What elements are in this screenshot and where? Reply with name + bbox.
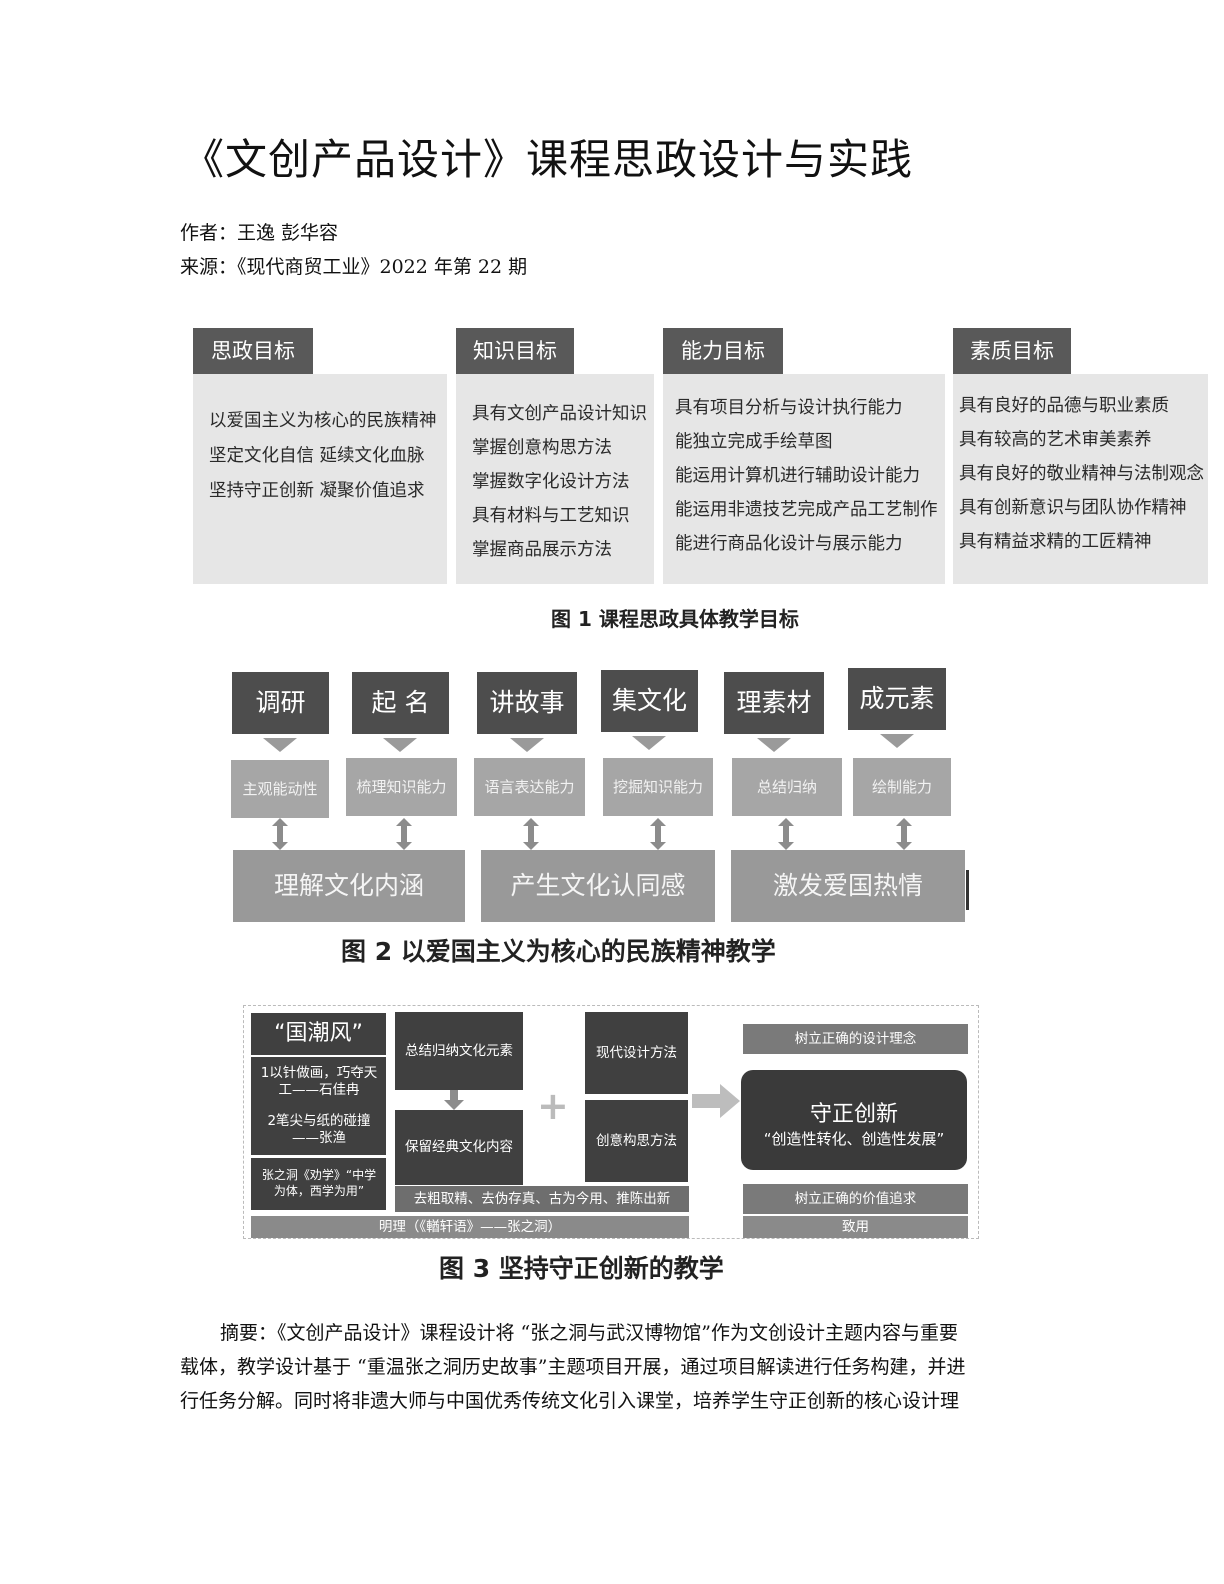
arrow-right-icon	[692, 1084, 740, 1118]
fig1-item: 具有文创产品设计知识	[472, 404, 647, 424]
chevron-down-icon	[383, 738, 417, 752]
double-arrow-icon	[396, 818, 412, 850]
fig1-panel-nengli: 具有项目分析与设计执行能力 能独立完成手绘草图 能运用计算机进行辅助设计能力 能…	[663, 374, 945, 584]
fig3-method-top: 现代设计方法	[585, 1012, 688, 1094]
fig1-item: 以爱国主义为核心的民族精神	[209, 411, 437, 431]
fig2-outcome: 产生文化认同感	[481, 850, 715, 922]
fig1-item: 掌握数字化设计方法	[472, 472, 630, 492]
divider	[966, 870, 969, 910]
fig3-principle: 去粗取精、去伪存真、古为今用、推陈出新	[395, 1186, 689, 1212]
fig1-item: 具有创新意识与团队协作精神	[959, 498, 1187, 518]
fig1-item: 能独立完成手绘草图	[675, 432, 833, 452]
source-line: 来源：《现代商贸工业》2022 年第 22 期	[180, 256, 528, 278]
fig3-examples: 1以针做画，巧夺天工——石佳冉 2笔尖与纸的碰撞——张渔	[251, 1057, 386, 1155]
chevron-down-icon	[632, 736, 666, 750]
page-title: 《文创产品设计》课程思政设计与实践	[182, 135, 914, 184]
fig1-header-sizheng: 思政目标	[193, 328, 313, 374]
fig1-header-nengli: 能力目标	[663, 328, 783, 374]
double-arrow-icon	[523, 818, 539, 850]
fig1-item: 具有精益求精的工匠精神	[959, 532, 1152, 552]
abstract-line: 摘要：《文创产品设计》课程设计将 “张之洞与武汉博物馆”作为文创设计主题内容与重…	[220, 1322, 958, 1344]
fig1-item: 坚定文化自信 延续文化血脉	[209, 446, 425, 466]
fig1-item: 能进行商品化设计与展示能力	[675, 534, 903, 554]
fig2-step-jianggushi: 讲故事	[477, 672, 577, 734]
fig3-step-top: 总结归纳文化元素	[395, 1012, 523, 1090]
fig2-step-jiwenhua: 集文化	[601, 670, 698, 732]
fig1-item: 具有良好的敬业精神与法制观念	[959, 464, 1204, 484]
fig1-item: 具有项目分析与设计执行能力	[675, 398, 903, 418]
fig3-example-3-box: 张之洞《劝学》“中学为体，西学为用”	[251, 1158, 386, 1210]
fig3-example-2: 2笔尖与纸的碰撞——张渔	[267, 1113, 371, 1146]
double-arrow-icon	[272, 818, 288, 850]
fig2-ability: 绘制能力	[853, 758, 951, 816]
fig2-step-diaoyan: 调研	[232, 672, 329, 734]
fig3-concept-bottom: 树立正确的价值追求	[743, 1184, 968, 1214]
fig1-item: 能运用非遗技艺完成产品工艺制作	[675, 500, 938, 520]
fig2-ability: 主观能动性	[231, 760, 329, 818]
chevron-down-icon	[757, 738, 791, 752]
fig1-header-suzhi: 素质目标	[953, 328, 1071, 374]
double-arrow-icon	[650, 818, 666, 850]
fig3-step-bottom: 保留经典文化内容	[395, 1110, 523, 1185]
fig2-ability: 语言表达能力	[474, 758, 585, 816]
plus-icon: +	[537, 1084, 569, 1128]
fig3-frame	[243, 1005, 979, 1239]
fig2-outcome: 激发爱国热情	[731, 850, 965, 922]
fig3-method-bottom: 创意构思方法	[585, 1100, 688, 1182]
figure-3-caption: 图 3 坚持守正创新的教学	[439, 1254, 724, 1283]
fig1-item: 能运用计算机进行辅助设计能力	[675, 466, 920, 486]
abstract: 摘要：《文创产品设计》课程设计将 “张之洞与武汉博物馆”作为文创设计主题内容与重…	[180, 1316, 1032, 1418]
fig2-ability: 挖掘知识能力	[603, 758, 713, 816]
fig3-core-sub: “创造性转化、创造性发展”	[763, 1130, 945, 1148]
fig1-panel-suzhi: 具有良好的品德与职业素质 具有较高的艺术审美素养 具有良好的敬业精神与法制观念 …	[953, 374, 1208, 584]
abstract-line: 行任务分解。同时将非遗大师与中国优秀传统文化引入课堂，培养学生守正创新的核心设计…	[180, 1390, 960, 1412]
fig2-step-qiming: 起 名	[352, 672, 449, 734]
abstract-line: 载体，教学设计基于 “重温张之洞历史故事”主题项目开展，通过项目解读进行任务构建…	[180, 1356, 966, 1378]
arrow-down-icon	[444, 1090, 464, 1110]
chevron-down-icon	[263, 738, 297, 752]
fig1-panel-zhishi: 具有文创产品设计知识 掌握创意构思方法 掌握数字化设计方法 具有材料与工艺知识 …	[456, 374, 654, 584]
fig1-panel-sizheng: 以爱国主义为核心的民族精神 坚定文化自信 延续文化血脉 坚持守正创新 凝聚价值追…	[193, 374, 447, 584]
fig1-item: 坚持守正创新 凝聚价值追求	[209, 481, 425, 501]
double-arrow-icon	[896, 818, 912, 850]
fig2-outcome: 理解文化内涵	[233, 850, 465, 922]
fig2-ability: 梳理知识能力	[346, 758, 457, 816]
fig2-step-lisucai: 理素材	[724, 672, 824, 734]
fig3-core-box: 守正创新 “创造性转化、创造性发展”	[741, 1070, 967, 1170]
fig1-item: 具有较高的艺术审美素养	[959, 430, 1152, 450]
fig1-header-zhishi: 知识目标	[456, 328, 574, 374]
fig1-item: 掌握创意构思方法	[472, 438, 612, 458]
fig3-example-1: 1以针做画，巧夺天工——石佳冉	[260, 1065, 378, 1098]
fig3-bar-right: 致用	[743, 1216, 968, 1238]
figure-2-caption: 图 2 以爱国主义为核心的民族精神教学	[341, 937, 776, 966]
fig1-item: 具有良好的品德与职业素质	[959, 396, 1169, 416]
fig3-core-title: 守正创新	[809, 1102, 898, 1127]
double-arrow-icon	[778, 818, 794, 850]
fig2-ability: 总结归纳	[732, 758, 842, 816]
fig2-step-chengyuansu: 成元素	[848, 668, 946, 730]
chevron-down-icon	[510, 738, 544, 752]
fig3-concept-top: 树立正确的设计理念	[743, 1024, 968, 1054]
chevron-down-icon	[880, 734, 914, 748]
fig3-example-3: 张之洞《劝学》“中学为体，西学为用”	[261, 1168, 377, 1198]
fig1-item: 具有材料与工艺知识	[472, 506, 630, 526]
fig3-bar-left: 明理（《輶轩语》——张之洞）	[251, 1216, 689, 1238]
figure-1-caption: 图 1 课程思政具体教学目标	[551, 607, 799, 631]
fig1-item: 掌握商品展示方法	[472, 540, 612, 560]
authors-line: 作者：王逸 彭华容	[180, 222, 339, 244]
fig3-guochao-title: “国潮风”	[251, 1013, 386, 1055]
